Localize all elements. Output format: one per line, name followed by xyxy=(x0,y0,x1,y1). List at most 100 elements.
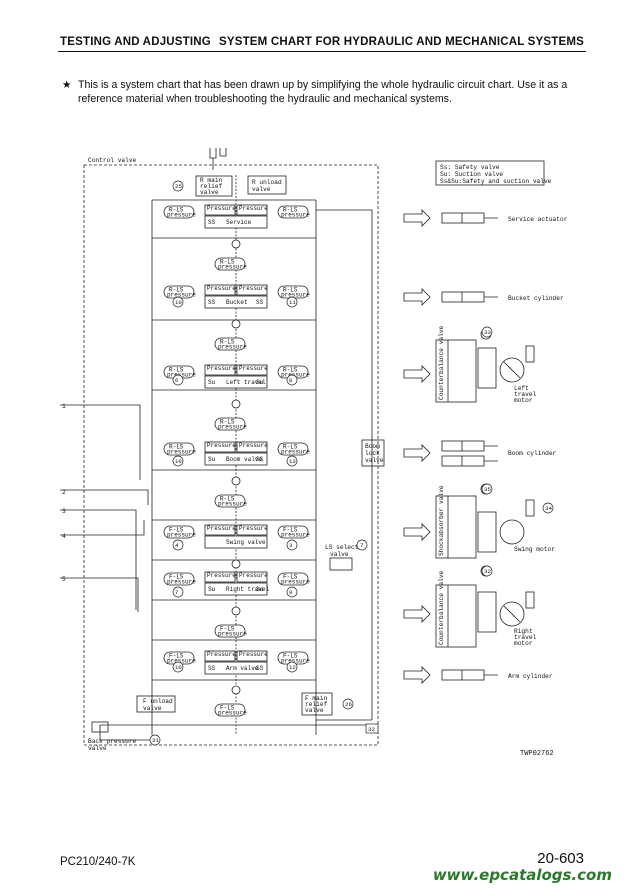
ref-circle: 35 xyxy=(481,483,493,495)
valve-row-7-ls-center xyxy=(214,703,246,717)
valve-row-4-spool xyxy=(204,452,268,466)
ref-circle: 7 xyxy=(356,539,368,551)
line-number-2: 2 xyxy=(62,489,66,496)
f-main-relief-label-1: F main xyxy=(305,695,328,702)
shockabsorber-label: Shockabsorber valve xyxy=(438,485,445,556)
star-icon: ★ xyxy=(62,79,72,91)
port-ref-8-text: 3 xyxy=(289,542,292,549)
svg-text:33: 33 xyxy=(484,329,491,336)
valve-row-1-ls-center xyxy=(214,257,246,271)
valve-row-7-check-valve xyxy=(231,685,241,695)
port-ref-8 xyxy=(286,539,298,551)
control-valve-boundary xyxy=(83,164,379,746)
intro-line-2: reference material when troubleshooting … xyxy=(78,93,452,105)
valve-row-1-comp-right xyxy=(236,204,268,216)
valve-row-7-comp-left-text: Pressure xyxy=(207,651,236,658)
valve-row-4-comp-left-text: Pressure xyxy=(207,442,236,449)
valve-row-6-ls-center xyxy=(214,624,246,638)
valve-row-6-ls-left-text-2: pressure xyxy=(167,579,196,586)
valve-row-6-ls-left xyxy=(163,572,195,586)
right-travel-label-1: Right xyxy=(514,628,533,635)
valve-row-1-comp-right-text: Pressure xyxy=(239,205,268,212)
valve-row-2-ls-center-text-2: pressure xyxy=(218,344,247,351)
valve-row-7-valve-right: SS xyxy=(256,665,264,672)
valve-row-2-ls-right-text-2: pressure xyxy=(281,292,310,299)
valve-row-6-spool-label: Right travel xyxy=(226,586,270,593)
valve-row-3-ls-right-text-1: R-LS xyxy=(283,367,298,374)
left-travel-label-2: travel xyxy=(514,391,537,398)
left-travel-label-3: motor xyxy=(514,397,533,404)
port-ref-11 xyxy=(172,661,184,673)
valve-row-7-ls-center-text-2: pressure xyxy=(218,710,247,717)
figure-id: TWP02762 xyxy=(520,750,554,758)
valve-row-4-ls-right-text-2: pressure xyxy=(281,449,310,456)
port-ref-9 xyxy=(172,586,184,598)
boom-cylinder-label: Boom cylinder xyxy=(508,450,557,457)
right-travel-label-2: travel xyxy=(514,634,537,641)
valve-row-6-spool xyxy=(204,582,268,596)
valve-row-2-ls-right-text-1: R-LS xyxy=(283,287,298,294)
counterbalance-label-right: Counterbalance valve xyxy=(438,570,445,645)
valve-row-2-comp-left xyxy=(204,284,236,296)
svg-text:34: 34 xyxy=(545,505,552,512)
line-number-5: 5 xyxy=(62,576,66,583)
valve-row-1-comp-left-text: Pressure xyxy=(207,205,236,212)
valve-row-5-comp-right-text: Pressure xyxy=(239,525,268,532)
boom-lock-label-2: lock xyxy=(365,450,380,457)
valve-row-4-ls-left-text-2: pressure xyxy=(167,449,196,456)
valve-row-2-comp-right xyxy=(236,284,268,296)
ref-circle: 33 xyxy=(481,326,493,338)
service-actuator-label: Service actuator xyxy=(508,216,568,223)
legend-sssu: Ss&Su:Safety and suction valve xyxy=(440,178,552,185)
header-rule xyxy=(58,51,586,52)
f-main-relief-label-2: relief xyxy=(305,701,328,708)
valve-row-5-comp-left-text: Pressure xyxy=(207,525,236,532)
bucket-cylinder-label: Bucket cylinder xyxy=(508,295,564,302)
port-ref-4-text: 8 xyxy=(289,377,292,384)
valve-row-5-ls-right xyxy=(277,525,309,539)
valve-row-6-comp-right xyxy=(236,571,268,583)
valve-row-2-ls-left-text-1: R-LS xyxy=(169,287,184,294)
valve-row-1-ls-left-text-2: pressure xyxy=(167,212,196,219)
valve-row-6-ls-right-text-1: F-LS xyxy=(283,574,298,581)
valve-row-7-valve-left: SS xyxy=(208,665,216,672)
valve-row-7-ls-center-text-1: F-LS xyxy=(220,705,235,712)
valve-row-5-ls-right-text-2: pressure xyxy=(281,532,310,539)
valve-row-6-ls-right xyxy=(277,572,309,586)
ref-circle: 26 xyxy=(342,698,354,710)
valve-row-1-ls-right-text-2: pressure xyxy=(281,212,310,219)
valve-row-4-ls-right xyxy=(277,442,309,456)
valve-row-7-comp-right-text: Pressure xyxy=(239,651,268,658)
valve-row-5-spool xyxy=(204,535,268,549)
valve-row-1-ls-left-text-1: R-LS xyxy=(169,207,184,214)
valve-row-2-spool-label: Bucket xyxy=(226,299,248,306)
intro-line-1: This is a system chart that has been dra… xyxy=(78,79,568,91)
valve-row-6-valve-left: Su xyxy=(208,586,216,593)
valve-row-7-spool-label: Arm valve xyxy=(226,665,259,672)
svg-text:7: 7 xyxy=(360,542,364,549)
valve-row-1-ls-right-text-1: R-LS xyxy=(283,207,298,214)
port-ref-10 xyxy=(286,586,298,598)
svg-text:35: 35 xyxy=(484,486,491,493)
valve-row-2-check-valve xyxy=(231,319,241,329)
r-main-relief-label-1: R main xyxy=(200,177,223,184)
valve-row-6-ls-center-text-1: F-LS xyxy=(220,626,235,633)
back-pressure-label-1: Back pressure xyxy=(88,738,137,745)
ref-circle: 34 xyxy=(542,502,554,514)
ls-select-label-1: LS select xyxy=(325,544,359,551)
valve-row-7-ls-left-text-1: F-LS xyxy=(169,653,184,660)
valve-row-5-comp-right xyxy=(236,524,268,536)
valve-row-7-comp-right xyxy=(236,650,268,662)
valve-row-4-comp-right xyxy=(236,441,268,453)
valve-row-1-comp-left xyxy=(204,204,236,216)
valve-row-5-spool-label: Swing valve xyxy=(226,539,266,546)
r-unload-label-2: valve xyxy=(252,186,271,193)
watermark-link[interactable]: www.epcatalogs.com xyxy=(432,866,612,884)
valve-row-6-comp-left xyxy=(204,571,236,583)
valve-row-2-comp-right-text: Pressure xyxy=(239,285,268,292)
port-ref-11-text: 10 xyxy=(175,664,182,671)
right-travel-label-3: motor xyxy=(514,640,533,647)
ref-circle: 25 xyxy=(172,180,184,192)
valve-row-5-ls-left xyxy=(163,525,195,539)
